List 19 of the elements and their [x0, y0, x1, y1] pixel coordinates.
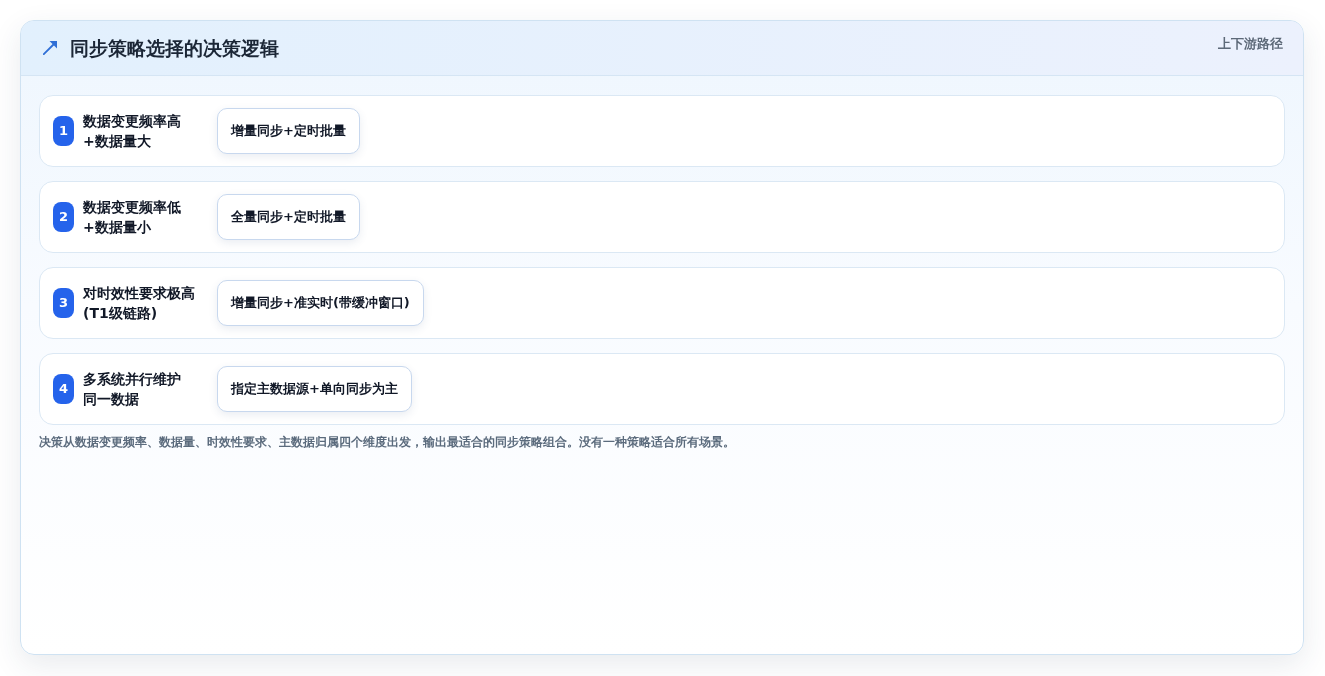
diagram-title: 同步策略选择的决策逻辑: [70, 36, 279, 61]
number-badge: 3: [53, 288, 74, 318]
strategy-box: 指定主数据源+单向同步为主: [217, 366, 412, 412]
row-card: [39, 181, 1285, 253]
condition-text: 数据变更频率低+数据量小: [83, 198, 182, 237]
condition-text: 多系统并行维护同一数据: [83, 370, 182, 409]
number-badge: 4: [53, 374, 74, 404]
condition-text: 对时效性要求极高(T1级链路): [83, 284, 196, 323]
caption-text: 决策从数据变更频率、数据量、时效性要求、主数据归属四个维度出发，输出最适合的同步策略组合。没有一种策略适合所有场景。: [39, 434, 735, 450]
header-note: 上下游路径: [1218, 36, 1283, 52]
number-badge: 1: [53, 116, 74, 146]
condition-text: 数据变更频率高+数据量大: [83, 112, 182, 151]
strategy-box: 增量同步+准实时(带缓冲窗口): [217, 280, 424, 326]
row-card: [39, 353, 1285, 425]
number-badge: 2: [53, 202, 74, 232]
row-card: [39, 95, 1285, 167]
strategy-box: 增量同步+定时批量: [217, 108, 360, 154]
strategy-box: 全量同步+定时批量: [217, 194, 360, 240]
row-card: [39, 267, 1285, 339]
